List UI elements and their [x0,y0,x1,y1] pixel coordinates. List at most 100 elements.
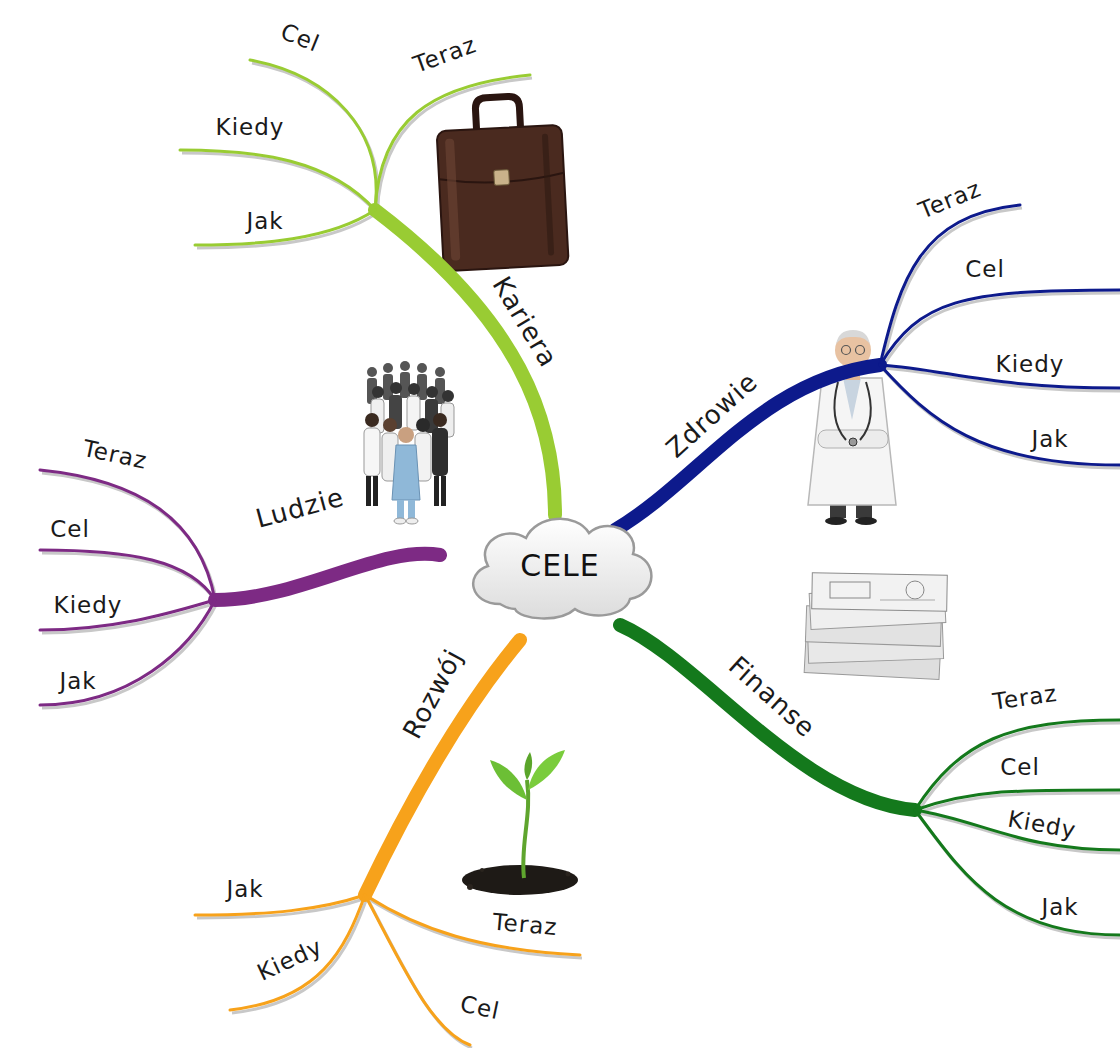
people-illustration-part-part [398,427,414,443]
doctor-illustration-part [856,346,865,355]
people-illustration-part-part [364,428,380,476]
sprout-illustration-part [480,868,484,872]
people-illustration-part-part [367,367,377,377]
sub-branch-label: Cel [50,517,90,542]
doctor-illustration-part [825,517,847,525]
people-illustration-part-part [406,518,418,524]
doctor-illustration-part [834,382,846,440]
sub-branch-label: Teraz [991,681,1059,715]
growth-branch-part [230,895,365,1010]
people-illustration-part-part [441,476,446,506]
people-illustration-part-part [372,386,384,398]
doctor-illustration-part [860,382,871,440]
doctor-illustration-part [843,378,861,420]
branch-shadows-part [377,78,532,213]
people-branch [40,470,440,705]
people-illustration-part [364,413,448,524]
branch-label: Kariera [487,272,563,372]
growth-branch-part [195,895,365,915]
branch-shadows [42,63,1120,1048]
branch-label: Zdrowie [661,367,763,463]
branch-shadows-part [882,368,1120,468]
growth-branch-part [365,895,470,1045]
sub-branch-label: Cel [1000,755,1040,780]
people-branch-part [215,554,440,600]
people-illustration-part-part [434,476,439,506]
branch-label: Ludzie [253,483,347,534]
branch-shadows-part [197,213,377,248]
banknotes-illustration-part [812,573,948,611]
sub-branch-label: Kiedy [216,115,285,140]
branch-shadows-part [232,898,367,1013]
node-text: CELE [520,548,600,583]
people-illustration-part-part [394,518,406,524]
sub-branch-label: Kiedy [1006,807,1078,844]
sprout-illustration-part [462,865,578,895]
briefcase-illustration-part [542,134,554,256]
finance-branch-part [620,625,915,810]
people-illustration-part-part [400,372,410,398]
briefcase-illustration-part [445,138,460,260]
people-branch-part [40,470,215,600]
people-illustration-part-part [426,386,438,398]
doctor-illustration-part [808,378,896,505]
career-branch-part [195,210,375,245]
people-illustration-part-part [390,382,402,394]
sprout-illustration-part [528,750,565,790]
people-illustration-part-part [397,500,404,520]
sprout-illustration-part [467,884,473,890]
health-branch-part [880,365,1120,465]
people-illustration-part-part [416,418,430,432]
sub-branch-label: Jak [226,877,263,902]
branch-shadows-part [182,153,377,213]
growth-branch-part [365,640,520,895]
sub-branch-label: Cel [277,19,323,57]
finance-branch [620,625,1120,935]
people-illustration-part-part [408,383,420,395]
people-illustration-part-part [435,367,445,377]
banknotes-illustration-part [906,581,924,599]
banknotes-illustration [804,573,947,680]
sub-branch-label: Teraz [492,910,559,941]
branch-label: Finanse [723,651,821,743]
people-illustration-part-part [432,428,448,476]
briefcase-illustration-part [437,125,569,271]
people-illustration [364,361,454,524]
branch-shadows-part [42,603,217,708]
health-branch-part [880,205,1020,365]
sprout-illustration [462,750,578,895]
people-illustration-part-part [417,363,427,373]
people-illustration-part-part [373,476,378,506]
people-illustration-part-part [383,363,393,373]
sub-branch-label: Cel [965,257,1005,282]
people-illustration-part-part [366,476,371,506]
people-illustration-part-part [400,361,410,371]
health-branch-part [615,365,880,530]
branch-shadows-part [367,898,582,958]
career-branch-part [180,150,375,210]
sub-branch-label: Kiedy [253,934,326,986]
sprout-illustration-part [490,760,527,800]
sub-branch-label: Kiedy [54,593,123,618]
doctor-illustration-part [818,430,888,448]
doctor-illustration-part [855,517,877,525]
people-illustration-part-part [433,413,447,427]
sub-branch-label: Jak [59,669,96,694]
finance-branch-part [915,720,1120,810]
sub-branch-label: Jak [246,209,283,234]
people-illustration-part-part [442,390,454,402]
growth-branch-part [365,895,580,955]
health-branch [615,205,1120,530]
sub-branch-label: Jak [1041,895,1078,920]
sprout-illustration-part [524,752,532,780]
briefcase-illustration-part [494,170,510,186]
briefcase-illustration-part [475,96,521,131]
people-illustration-part-part [408,500,415,520]
briefcase-illustration [435,94,569,271]
sub-branch-label: Teraz [915,176,985,224]
career-branch-part [375,210,555,515]
banknotes-illustration-part [880,600,935,601]
doctor-illustration-part [836,330,870,345]
sub-branch-label: Kiedy [996,352,1065,377]
